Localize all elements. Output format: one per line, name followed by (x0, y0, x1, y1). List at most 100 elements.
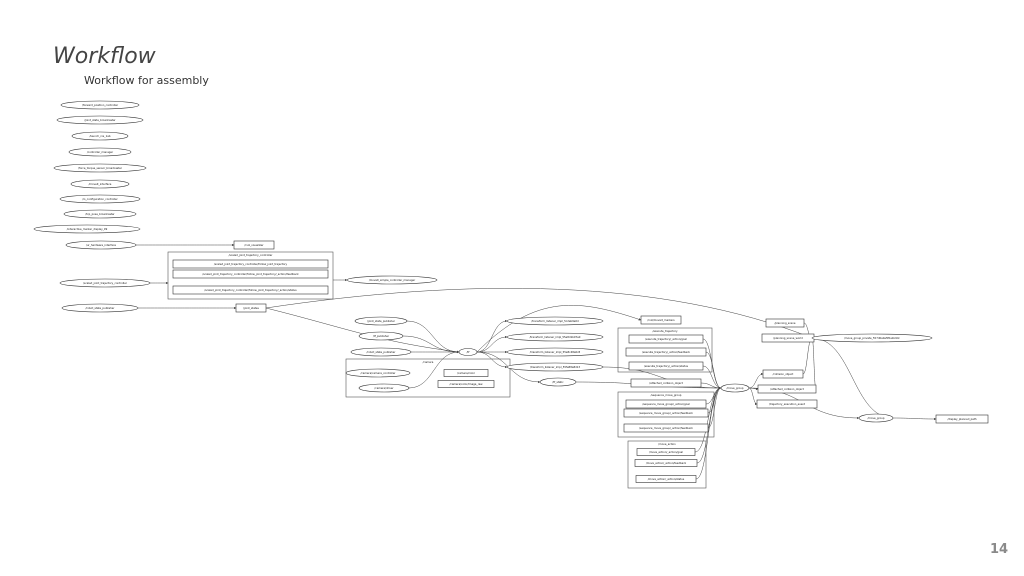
node-cam-driver[interactable]: /camera/driver (358, 383, 410, 393)
node-cs1[interactable]: /transform_listener_impl_5c2eb9e0d (506, 316, 604, 326)
node-moveit-if[interactable]: /moveit_interface (70, 179, 130, 189)
node-cam-depth[interactable]: /camera/color (443, 369, 489, 377)
node-seq-fb[interactable]: /sequence_move_group/_action/feedback (623, 408, 709, 418)
node-ctrl-mgr[interactable]: /controller_manager (68, 147, 132, 157)
node-display-path[interactable]: /display_planned_path (935, 414, 989, 424)
node-shape (811, 333, 933, 343)
node-shape (762, 369, 804, 379)
node-moveit-ctrl[interactable]: /moveit_simple_controller_manager (346, 275, 438, 285)
node-label: /interactive_marker_display_99 (67, 227, 108, 231)
node-jst-bcast1[interactable]: /joint_state_broadcaster (56, 115, 144, 125)
node-planning-world[interactable]: /planning_scene_world (761, 333, 815, 343)
node-label: /collision_object (773, 372, 794, 376)
node-label: /joint_states (243, 306, 260, 310)
node-cs3[interactable]: /transform_listener_impl_55e8c48a0c8 (506, 347, 604, 357)
node-mv-st[interactable]: /move_action/_action/status (635, 475, 697, 483)
node-label: /tf_static (552, 380, 564, 384)
node-cs2[interactable]: /transform_listener_impl_55e8d1b07a0 (506, 332, 604, 342)
node-cam-ctrl[interactable]: /camera/camera_controller (345, 368, 411, 378)
node-exec-traj[interactable]: /execute_trajectory/_action/goal (628, 334, 704, 344)
node-label: /camera/color (457, 371, 476, 375)
cluster-row-label: /scaled_joint_trajectory_controller/foll… (204, 288, 297, 292)
edge-tf_pub-to-tf (402, 335, 460, 354)
node-attached[interactable]: /attached_collision_object (630, 378, 702, 388)
node-label: /planning_scene (774, 321, 795, 325)
node-traj-exec[interactable]: /trajectory_execution_event (756, 399, 818, 409)
cluster-row-label: /scaled_joint_trajectory_controller/foll… (202, 272, 299, 276)
node-exec-traj-st[interactable]: /execute_trajectory/_action/status (628, 361, 704, 371)
node-shape (636, 448, 696, 456)
cluster-row[interactable] (172, 259, 329, 269)
cluster-row-label: /scaled_joint_trajectory_controller/foll… (214, 262, 288, 266)
node-fts[interactable]: /force_torque_sensor_broadcaster (53, 163, 147, 173)
node-planning-scene[interactable]: /planning_scene (765, 318, 805, 328)
node-label: /camera/camera_controller (360, 371, 396, 375)
node-mv-goal[interactable]: /move_action/_action/goal (636, 448, 696, 456)
node-label: /move_action/_action/feedback (646, 461, 687, 465)
node-label: /moveit_simple_controller_manager (369, 278, 416, 282)
node-move-group[interactable]: /move_group (858, 413, 894, 423)
node-static-pub[interactable]: /robot_state_publisher (350, 347, 412, 357)
clusters-layer: /scaled_joint_trajectory_controller/scal… (167, 251, 715, 489)
node-label: /sequence_move_group/_action/feedback (639, 411, 693, 415)
node-rviz-sub[interactable]: /rviz_visualizer (233, 240, 275, 250)
node-attached2[interactable]: /attached_collision_object (757, 384, 817, 394)
node-exec-traj-fb[interactable]: /execute_trajectory/_action/feedback (625, 347, 707, 357)
node-joint-states[interactable]: /joint_states (235, 303, 267, 313)
edge-move_group-to-display_path (892, 417, 937, 421)
node-shape (345, 368, 411, 378)
node-seq-st[interactable]: /sequence_move_group/_action/feedback (623, 423, 709, 433)
cluster-label: /scaled_joint_trajectory_controller (229, 253, 274, 257)
node-fwd-pos[interactable]: /forward_position_controller (60, 100, 140, 110)
node-shape (506, 347, 604, 357)
edge-collision_obj-to-mg_private (802, 336, 813, 375)
node-imd[interactable]: /interactive_marker_display_99 (33, 224, 141, 234)
cluster-row[interactable] (172, 285, 329, 295)
slide-subtitle: Workflow for assembly (84, 74, 209, 87)
cluster-exec (617, 327, 713, 373)
edges-layer (136, 243, 937, 480)
node-label: /tcp_pose_broadcaster (85, 212, 115, 216)
node-tf[interactable]: /tf (458, 348, 478, 356)
edge-move_group_node-to-traj_exec (748, 387, 758, 406)
node-label: /transform_listener_impl_5c2eb9e0d (531, 319, 579, 323)
node-shape (623, 408, 709, 418)
node-cs4[interactable]: /transform_listener_impl_55fe88a8d13 (506, 362, 604, 372)
node-mv-fb[interactable]: /move_action/_action/feedback (634, 459, 698, 467)
node-shape (458, 348, 478, 356)
node-robot-state-pub[interactable]: /robot_state_publisher (61, 303, 139, 313)
cluster-row[interactable] (172, 269, 329, 279)
node-shape (354, 316, 408, 326)
node-sjtc[interactable]: /scaled_joint_trajectory_controller (59, 278, 151, 288)
node-shape (235, 303, 267, 313)
node-move-group-node[interactable]: /move_group (720, 383, 750, 393)
node-shape (346, 275, 438, 285)
node-mg-private[interactable]: /move_group_private_557d0a0ef95a1b9dc (811, 333, 933, 343)
node-label: /camera/driver (374, 386, 394, 390)
edge-jst_pub-to-tf (406, 320, 460, 354)
cluster-move (627, 440, 707, 489)
node-jst-pub[interactable]: /joint_state_publisher (354, 316, 408, 326)
cluster-label: /camera (423, 360, 434, 364)
node-shape (756, 399, 818, 409)
node-shape (506, 332, 604, 342)
node-markers[interactable]: /rviz/moveit_markers (640, 315, 682, 325)
node-seq-goal[interactable]: /sequence_move_group/_action/goal (625, 399, 707, 409)
node-shape (640, 315, 682, 325)
node-tf-pub[interactable]: /tf_publisher (358, 331, 404, 341)
node-shape (59, 278, 151, 288)
node-collision-obj[interactable]: /collision_object (762, 369, 804, 379)
node-shape (59, 194, 141, 204)
node-launch[interactable]: /launch_ros_1ab (71, 131, 129, 141)
node-shape (623, 423, 709, 433)
node-shape (65, 240, 137, 250)
node-ur-cmd[interactable]: /ur_hardware_interface (65, 240, 137, 250)
node-tcp-pose[interactable]: /tcp_pose_broadcaster (63, 209, 137, 219)
node-shape (634, 459, 698, 467)
node-cam-color[interactable]: /camera/color/image_raw (437, 380, 495, 388)
node-io-cfg[interactable]: /io_configuration_controller (59, 194, 141, 204)
edge-attached2-to-mg_private (811, 336, 817, 390)
node-tf-static[interactable]: /tf_static (539, 377, 577, 387)
edge-tf-to-markers (476, 305, 642, 353)
